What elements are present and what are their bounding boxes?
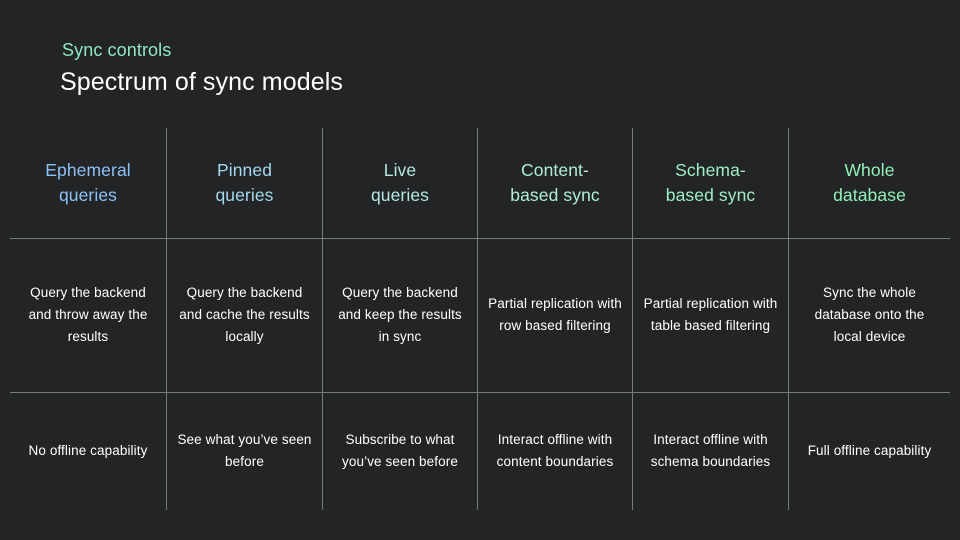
header-line-1: Content- [521, 160, 589, 180]
table-cell-description-live-queries: Query the backend and keep the results i… [323, 238, 478, 392]
table-cell-offline-pinned-queries: See what you’ve seen before [167, 392, 323, 510]
table-header-cell-schema-based-sync[interactable]: Schema- based sync [633, 128, 789, 238]
header-line-2: based sync [665, 185, 756, 205]
header-line-2: queries [215, 185, 274, 205]
sync-models-comparison-table: Ephemeral queries Pinned queries Live qu… [10, 128, 950, 510]
table-cell-text: Query the backend and throw away the res… [28, 285, 148, 344]
header-line-2: queries [58, 185, 118, 205]
table-cell-offline-ephemeral-queries: No offline capability [10, 392, 167, 510]
table-header-label: Whole database [799, 158, 940, 208]
table-grid: Ephemeral queries Pinned queries Live qu… [10, 128, 950, 510]
table-cell-offline-whole-database: Full offline capability [789, 392, 950, 510]
header-line-2: queries [370, 185, 430, 205]
table-cell-text: Partial replication with row based filte… [488, 296, 622, 333]
table-header-cell-content-based-sync[interactable]: Content- based sync [478, 128, 633, 238]
table-cell-text: Full offline capability [807, 443, 932, 458]
table-cell-text: See what you’ve seen before [177, 432, 312, 469]
table-cell-text: Query the backend and cache the results … [179, 285, 310, 344]
header-line-1: Live [383, 160, 417, 180]
table-cell-offline-schema-based-sync: Interact offline with schema boundaries [633, 392, 789, 510]
table-row-divider-2 [10, 392, 950, 393]
slide-header: Sync controls Spectrum of sync models [60, 38, 880, 98]
table-header-cell-whole-database[interactable]: Whole database [789, 128, 950, 238]
table-header-label: Pinned queries [177, 158, 312, 208]
table-cell-text: Partial replication with table based fil… [643, 296, 778, 333]
table-row-divider-1 [10, 238, 950, 239]
table-header-label: Content- based sync [488, 158, 622, 208]
header-line-1: Pinned [216, 160, 273, 180]
table-header-cell-ephemeral-queries[interactable]: Ephemeral queries [10, 128, 167, 238]
table-cell-description-schema-based-sync: Partial replication with table based fil… [633, 238, 789, 392]
table-cell-text: Interact offline with content boundaries [496, 432, 614, 469]
table-cell-text: Query the backend and keep the results i… [338, 285, 462, 344]
table-header-label: Schema- based sync [643, 158, 778, 208]
table-cell-description-content-based-sync: Partial replication with row based filte… [478, 238, 633, 392]
header-line-2: based sync [510, 185, 600, 205]
table-header-cell-live-queries[interactable]: Live queries [323, 128, 478, 238]
table-cell-text: No offline capability [28, 443, 148, 458]
table-cell-description-ephemeral-queries: Query the backend and throw away the res… [10, 238, 167, 392]
table-cell-description-whole-database: Sync the whole database onto the local d… [789, 238, 950, 392]
table-cell-text: Sync the whole database onto the local d… [814, 285, 925, 344]
slide-eyebrow-label: Sync controls [62, 40, 172, 60]
table-header-label: Live queries [333, 158, 467, 208]
page-title: Spectrum of sync models [60, 68, 343, 96]
table-header-cell-pinned-queries[interactable]: Pinned queries [167, 128, 323, 238]
header-line-1: Ephemeral [45, 160, 131, 180]
header-line-1: Whole [844, 160, 895, 180]
table-cell-description-pinned-queries: Query the backend and cache the results … [167, 238, 323, 392]
table-header-label: Ephemeral queries [20, 158, 156, 208]
table-cell-offline-content-based-sync: Interact offline with content boundaries [478, 392, 633, 510]
table-cell-offline-live-queries: Subscribe to what you’ve seen before [323, 392, 478, 510]
table-cell-text: Subscribe to what you’ve seen before [342, 432, 458, 469]
header-line-2: database [833, 185, 906, 205]
table-cell-text: Interact offline with schema boundaries [650, 432, 771, 469]
header-line-1: Schema- [675, 160, 746, 180]
